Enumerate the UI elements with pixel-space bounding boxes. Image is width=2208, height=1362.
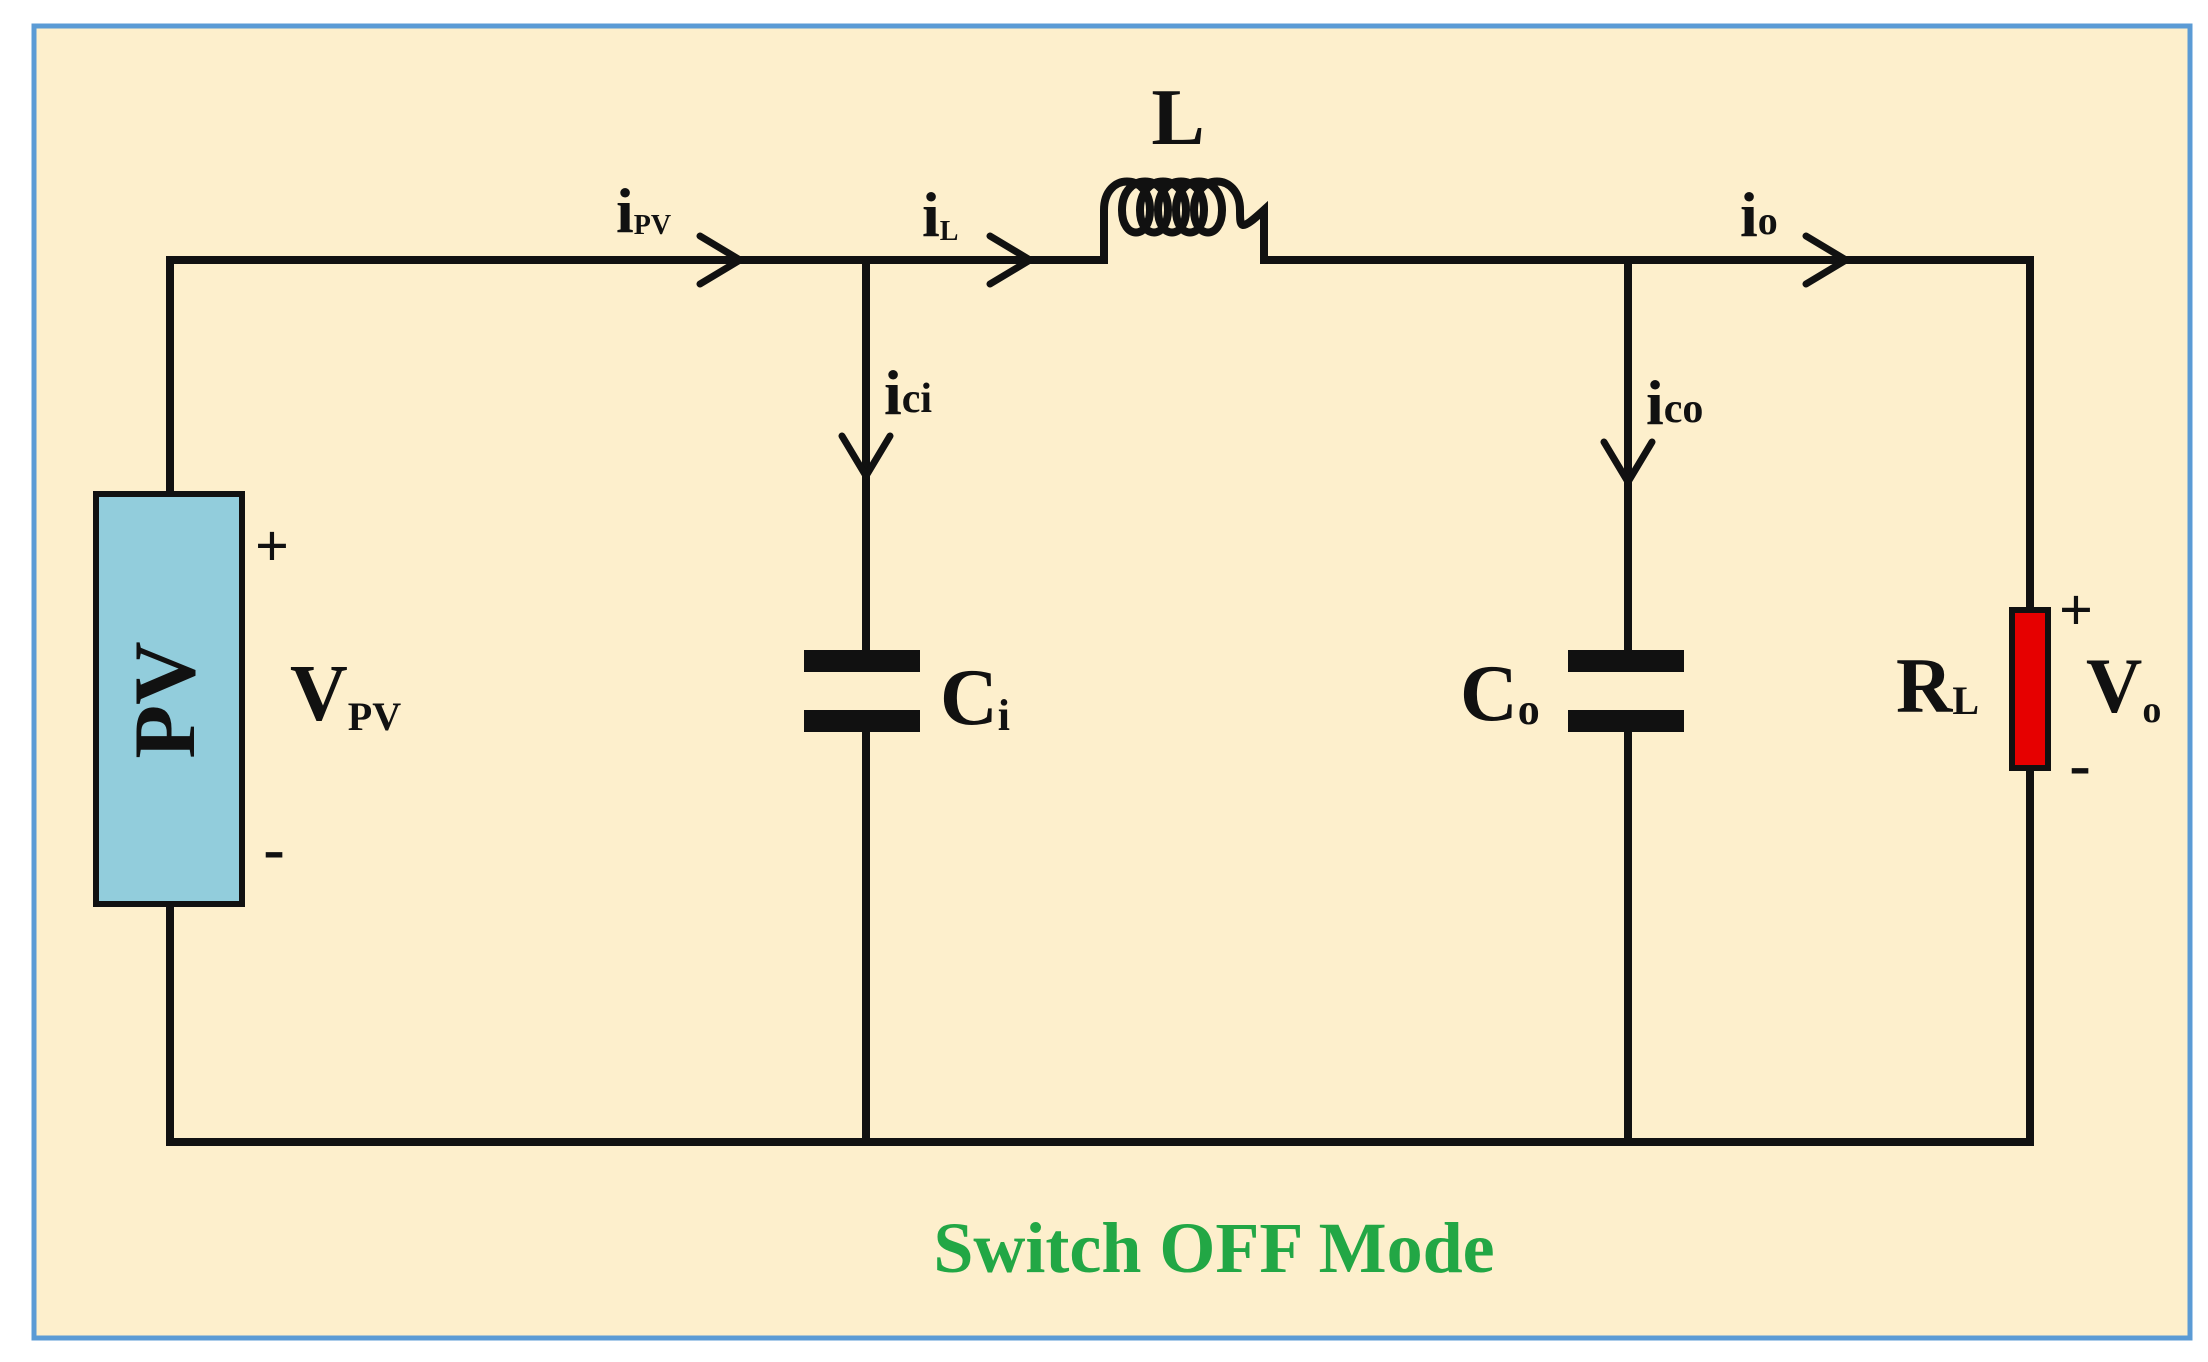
i-pv-arrow <box>696 232 744 288</box>
v-pv-label: VPV <box>290 650 401 739</box>
i-co-label: ico <box>1646 367 1703 438</box>
co-subscript: o <box>1518 685 1540 734</box>
vo-plus-sign: + <box>2059 577 2093 643</box>
i-l-subscript: L <box>940 216 959 247</box>
circuit-wires <box>166 256 2034 1146</box>
i-o-main: i <box>1740 179 1758 250</box>
i-pv-main: i <box>616 175 634 246</box>
v-pv-subscript: PV <box>348 694 401 739</box>
vo-minus-sign: - <box>2069 729 2090 800</box>
i-o-label: io <box>1740 179 1778 250</box>
rl-subscript: L <box>1952 678 1979 723</box>
capacitor-ci-symbol <box>804 650 920 732</box>
i-ci-label: ici <box>884 357 932 428</box>
inductor-coil-symbol <box>1100 177 1268 264</box>
top-wire-left <box>166 256 1108 498</box>
i-ci-subscript: ci <box>902 376 933 422</box>
i-l-main: i <box>922 179 940 250</box>
ci-main: C <box>940 654 998 742</box>
top-wire-right <box>1260 256 2034 614</box>
vo-subscript: o <box>2142 689 2161 731</box>
i-ci-arrow <box>838 432 894 480</box>
inductor-label: L <box>1151 74 1204 162</box>
i-co-arrow <box>1600 438 1656 486</box>
v-pv-main: V <box>290 650 348 738</box>
i-co-main: i <box>1646 367 1664 438</box>
co-main: C <box>1460 650 1518 738</box>
i-pv-subscript: PV <box>634 210 671 241</box>
i-l-label: iL <box>922 179 958 250</box>
vo-label: Vo <box>2086 642 2161 731</box>
bottom-wire <box>166 900 2034 1146</box>
rl-main: R <box>1896 642 1954 729</box>
ci-subscript: i <box>998 691 1010 740</box>
i-pv-label: iPV <box>616 175 671 246</box>
diagram-background <box>31 23 2193 1341</box>
co-label: Co <box>1460 650 1540 738</box>
i-co-subscript: co <box>1664 386 1704 432</box>
pv-minus-sign: - <box>263 813 284 884</box>
rl-label: RL <box>1896 642 1979 729</box>
i-o-subscript: o <box>1758 198 1778 243</box>
pv-source-box <box>93 491 245 907</box>
mode-caption: Switch OFF Mode <box>933 1208 1494 1288</box>
i-o-arrow <box>1802 232 1850 288</box>
pv-source-label: PV <box>117 641 214 758</box>
i-l-arrow <box>986 232 1034 288</box>
pv-plus-sign: + <box>255 513 289 579</box>
load-resistor-symbol <box>2009 607 2051 771</box>
vo-main: V <box>2086 642 2142 729</box>
ci-label: Ci <box>940 654 1010 742</box>
capacitor-co-symbol <box>1568 650 1684 732</box>
i-ci-main: i <box>884 357 902 428</box>
